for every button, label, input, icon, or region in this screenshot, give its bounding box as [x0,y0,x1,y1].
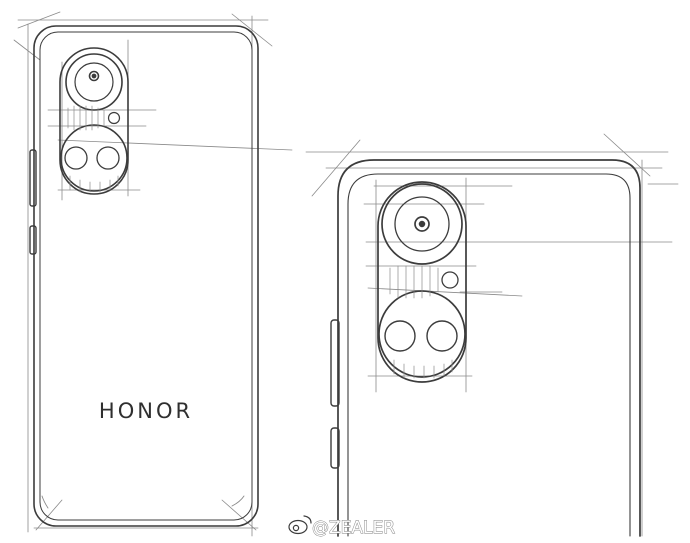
volume-button-left [29,149,37,207]
camera-lens-top-left [65,53,123,111]
brand-logo-text: HONOR [99,399,193,423]
power-button-left [29,225,37,255]
volume-button-right [330,319,340,407]
weibo-icon [288,515,312,535]
flash-left [107,111,121,125]
camera-lens-top-right [381,183,463,265]
flash-right [441,271,459,289]
phone-outline-left [33,25,259,527]
camera-module-left [59,47,129,195]
watermark: @ZEALER [288,515,396,538]
power-button-right [330,427,340,469]
phone-outline-right [337,159,641,537]
watermark-text: @ZEALER [312,518,395,538]
phone-back-zoom-view [305,133,679,537]
phone-back-full-view: HONOR [13,11,293,537]
camera-lens-large-left [60,124,128,192]
